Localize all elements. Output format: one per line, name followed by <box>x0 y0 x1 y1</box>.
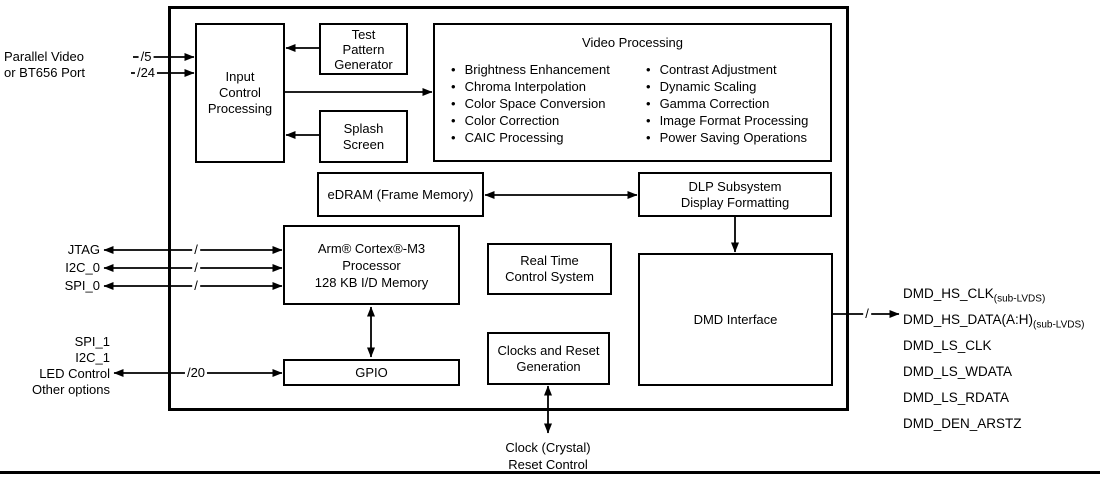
bus-slash-spi0: / <box>192 278 200 293</box>
dmd-signal-main: DMD_HS_DATA(A:H) <box>903 312 1034 328</box>
label-clock-crystal-reset-control: Clock (Crystal) Reset Control <box>505 440 591 472</box>
feature-item: Power Saving Operations <box>646 129 808 146</box>
label-jtag: JTAG <box>67 242 100 257</box>
dmd-signal-sub: (sub-LVDS) <box>1033 319 1085 331</box>
bus-width-24: /24 <box>134 65 158 80</box>
bus-width-5: /5 <box>138 49 154 64</box>
block-gpio: GPIO <box>283 359 460 386</box>
feature-item: Dynamic Scaling <box>646 78 808 95</box>
dmd-signal-main: DMD_HS_CLK <box>903 286 994 301</box>
dmd-signal-main: DMD_LS_WDATA <box>903 364 1013 380</box>
block-real-time-control-system: Real Time Control System <box>487 243 612 295</box>
block-video-processing: Video Processing Brightness Enhancement … <box>433 23 832 162</box>
dmd-signal: DMD_LS_RDATA <box>903 388 1085 414</box>
dmd-signal-main: DMD_DEN_ARSTZ <box>903 416 1022 432</box>
label-parallel-video-input: Parallel Video or BT656 Port <box>4 49 85 80</box>
block-input-control-processing: Input Control Processing <box>195 23 285 163</box>
dmd-signal: DMD_LS_WDATA <box>903 362 1085 388</box>
bottom-divider-rule <box>0 471 1100 474</box>
block-arm-cortex-m3-processor: Arm® Cortex®-M3 Processor 128 KB I/D Mem… <box>283 225 460 305</box>
dmd-signal-main: DMD_LS_CLK <box>903 338 992 354</box>
feature-item: Chroma Interpolation <box>451 78 610 95</box>
video-processing-feature-list-left: Brightness Enhancement Chroma Interpolat… <box>451 61 610 146</box>
feature-item: Contrast Adjustment <box>646 61 808 78</box>
feature-item: Gamma Correction <box>646 95 808 112</box>
bus-slash-dmd-data: / <box>863 306 871 321</box>
label-spi0: SPI_0 <box>64 278 100 293</box>
block-test-pattern-generator: Test Pattern Generator <box>319 23 408 75</box>
block-dlp-subsystem-display-formatting: DLP Subsystem Display Formatting <box>638 172 832 217</box>
dmd-signal: DMD_LS_CLK <box>903 336 1085 362</box>
bus-width-20: /20 <box>184 365 208 380</box>
bus-slash-jtag: / <box>192 242 200 257</box>
dmd-signal-main: DMD_LS_RDATA <box>903 390 1010 406</box>
dmd-signal: DMD_HS_CLK(sub-LVDS) <box>903 284 1085 310</box>
dmd-signal: DMD_HS_DATA(A:H)(sub-LVDS) <box>903 310 1085 336</box>
block-dmd-interface: DMD Interface <box>638 253 833 386</box>
dmd-signal-sub: (sub-LVDS) <box>993 293 1046 305</box>
bus-slash-i2c0: / <box>192 260 200 275</box>
dmd-signal: DMD_DEN_ARSTZ <box>903 414 1085 440</box>
block-clocks-and-reset-generation: Clocks and Reset Generation <box>487 332 610 385</box>
feature-item: CAIC Processing <box>451 129 610 146</box>
dmd-signal-list: DMD_HS_CLK(sub-LVDS) DMD_HS_DATA(A:H)(su… <box>903 284 1085 441</box>
label-io-options-group: SPI_1 I2C_1 LED Control Other options <box>31 334 110 397</box>
block-edram-frame-memory: eDRAM (Frame Memory) <box>317 172 484 217</box>
chip-outline <box>168 6 849 411</box>
feature-item: Color Space Conversion <box>451 95 610 112</box>
feature-item: Image Format Processing <box>646 112 809 129</box>
label-i2c0: I2C_0 <box>65 260 100 275</box>
block-splash-screen: Splash Screen <box>319 110 408 163</box>
video-processing-feature-list-right: Contrast Adjustment Dynamic Scaling Gamm… <box>646 61 809 146</box>
feature-item: Color Correction <box>451 112 610 129</box>
feature-item: Brightness Enhancement <box>451 61 610 78</box>
video-processing-title: Video Processing <box>582 35 683 50</box>
